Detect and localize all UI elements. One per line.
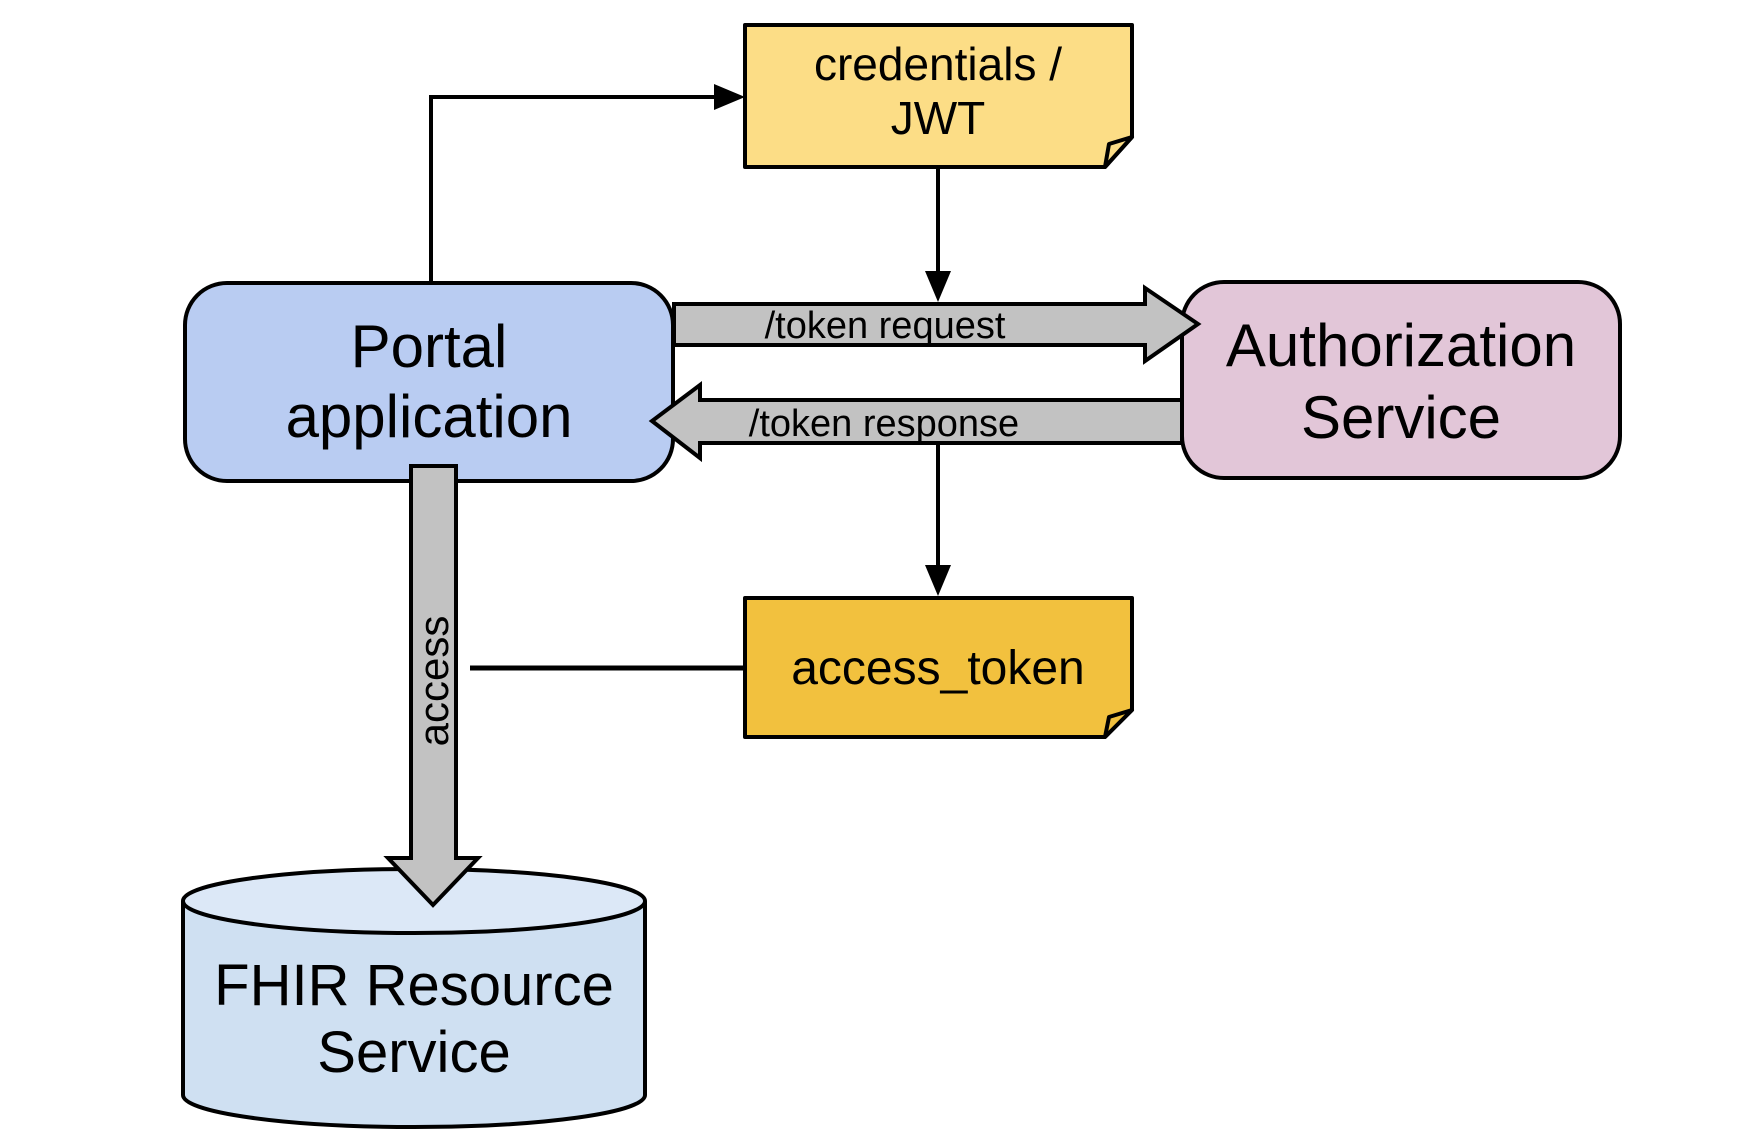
arrowhead-icon (925, 271, 951, 302)
edge-token-response: /token response (648, 381, 1184, 463)
block-arrow-right-icon (672, 284, 1202, 365)
node-portal-application: Portal application (183, 281, 675, 483)
node-label: Service (1301, 384, 1501, 451)
node-label: access_token (791, 642, 1085, 695)
node-label: credentials / (814, 38, 1062, 90)
node-authorization-service: Authorization Service (1180, 280, 1622, 480)
connector-token-response-to-access-token (925, 445, 951, 596)
note-fold-icon (1103, 708, 1134, 739)
rounded-rect-shape (1180, 280, 1622, 480)
connector-credentials-to-token-request (925, 167, 951, 302)
arrowhead-icon (925, 565, 951, 596)
edge-token-request: /token request (672, 284, 1202, 365)
node-fhir-resource-service: FHIR Resource Service (181, 867, 647, 1129)
node-credentials-note: credentials / JWT (743, 23, 1134, 169)
node-label: Authorization (1226, 312, 1576, 379)
node-access-token-note: access_token (743, 596, 1134, 739)
node-label: Service (317, 1020, 510, 1085)
block-arrow-left-icon (648, 381, 1184, 463)
edge-access: access (383, 464, 483, 908)
node-label: application (286, 383, 573, 450)
edge-label: /token response (749, 403, 1019, 445)
connector-portal-to-credentials (429, 84, 745, 282)
node-label: JWT (891, 92, 986, 144)
node-label: Portal (351, 313, 508, 380)
connector-line (429, 95, 716, 282)
edge-label: access (410, 616, 457, 747)
cylinder-body-shape (181, 901, 647, 1129)
edge-label: /token request (765, 305, 1006, 347)
block-arrow-down-icon (383, 464, 483, 908)
note-fold-icon (1103, 135, 1134, 169)
arrowhead-icon (714, 84, 745, 110)
node-label: FHIR Resource (214, 953, 614, 1018)
